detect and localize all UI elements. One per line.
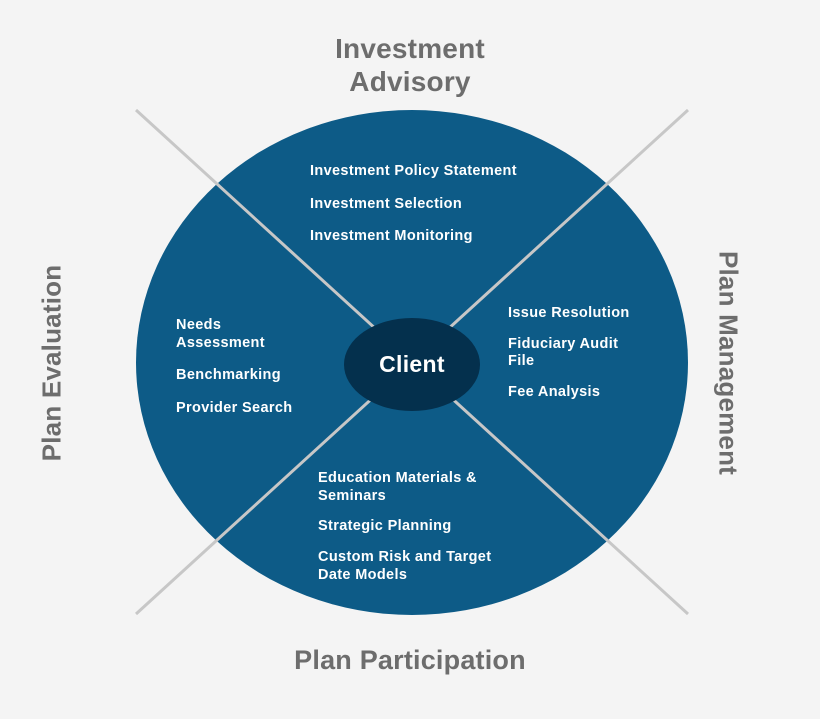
quadrant-title-plan-management: Plan Management (713, 250, 744, 476)
quadrant-items-investment-advisory: Investment Policy Statement Investment S… (310, 163, 570, 246)
quadrant-title-investment-advisory: Investment Advisory (335, 33, 485, 98)
quadrant-title-plan-participation: Plan Participation (294, 645, 526, 675)
list-item: Benchmarking (176, 367, 281, 384)
list-item: Fee Analysis (508, 384, 601, 401)
list-item: Investment Selection (310, 195, 463, 212)
list-item: Education Materials & Seminars (318, 470, 477, 504)
list-item: Fiduciary Audit File (508, 335, 619, 370)
quadrant-title-plan-evaluation: Plan Evaluation (36, 264, 67, 462)
list-item: Strategic Planning (318, 518, 452, 535)
list-item: Provider Search (176, 400, 293, 417)
list-item: Needs Assessment (176, 317, 265, 351)
center-client-label: Client (379, 351, 445, 377)
quadrant-items-plan-participation: Education Materials & Seminars Strategic… (318, 470, 553, 584)
quadrant-items-plan-management: Issue Resolution Fiduciary Audit File Fe… (508, 305, 688, 402)
center-client-circle: Client (344, 318, 480, 411)
list-item: Custom Risk and Target Date Models (318, 549, 492, 583)
list-item: Investment Policy Statement (310, 163, 517, 179)
quadrant-items-plan-evaluation: Needs Assessment Benchmarking Provider S… (176, 317, 341, 418)
list-item: Issue Resolution (508, 305, 630, 321)
list-item: Investment Monitoring (310, 228, 473, 245)
